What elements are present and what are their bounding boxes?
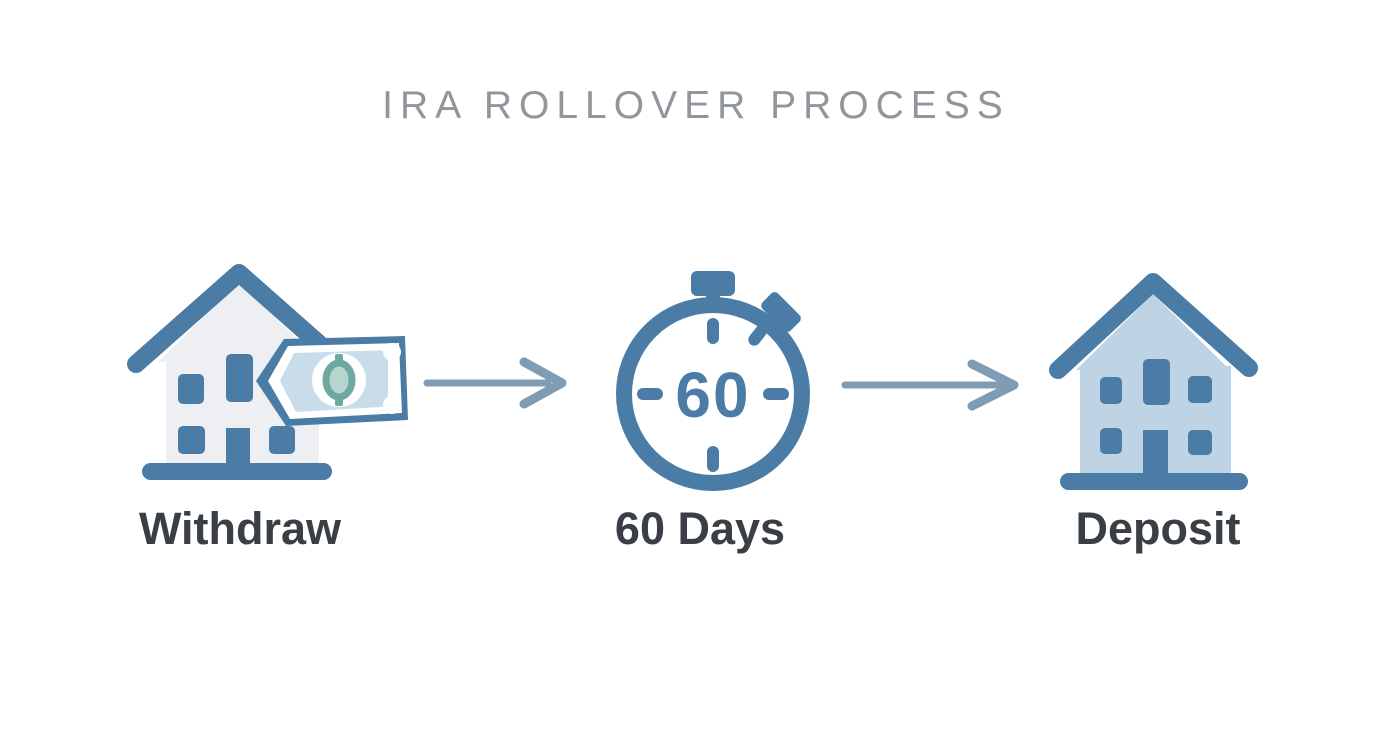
stopwatch-value: 60 <box>675 359 750 431</box>
step-label-withdraw: Withdraw <box>138 503 342 554</box>
withdraw-bank-cash-icon <box>127 264 408 480</box>
deposit-bank-icon <box>1049 273 1258 490</box>
stopwatch-icon: 60 <box>616 271 810 491</box>
step-label-60-days: 60 Days <box>614 503 786 554</box>
money-bill-icon <box>256 336 408 426</box>
flow-arrow-icon <box>423 357 567 409</box>
diagram-title: IRA ROLLOVER PROCESS <box>382 84 1010 127</box>
flow-arrow-icon <box>841 359 1019 411</box>
step-label-deposit: Deposit <box>1075 503 1241 554</box>
